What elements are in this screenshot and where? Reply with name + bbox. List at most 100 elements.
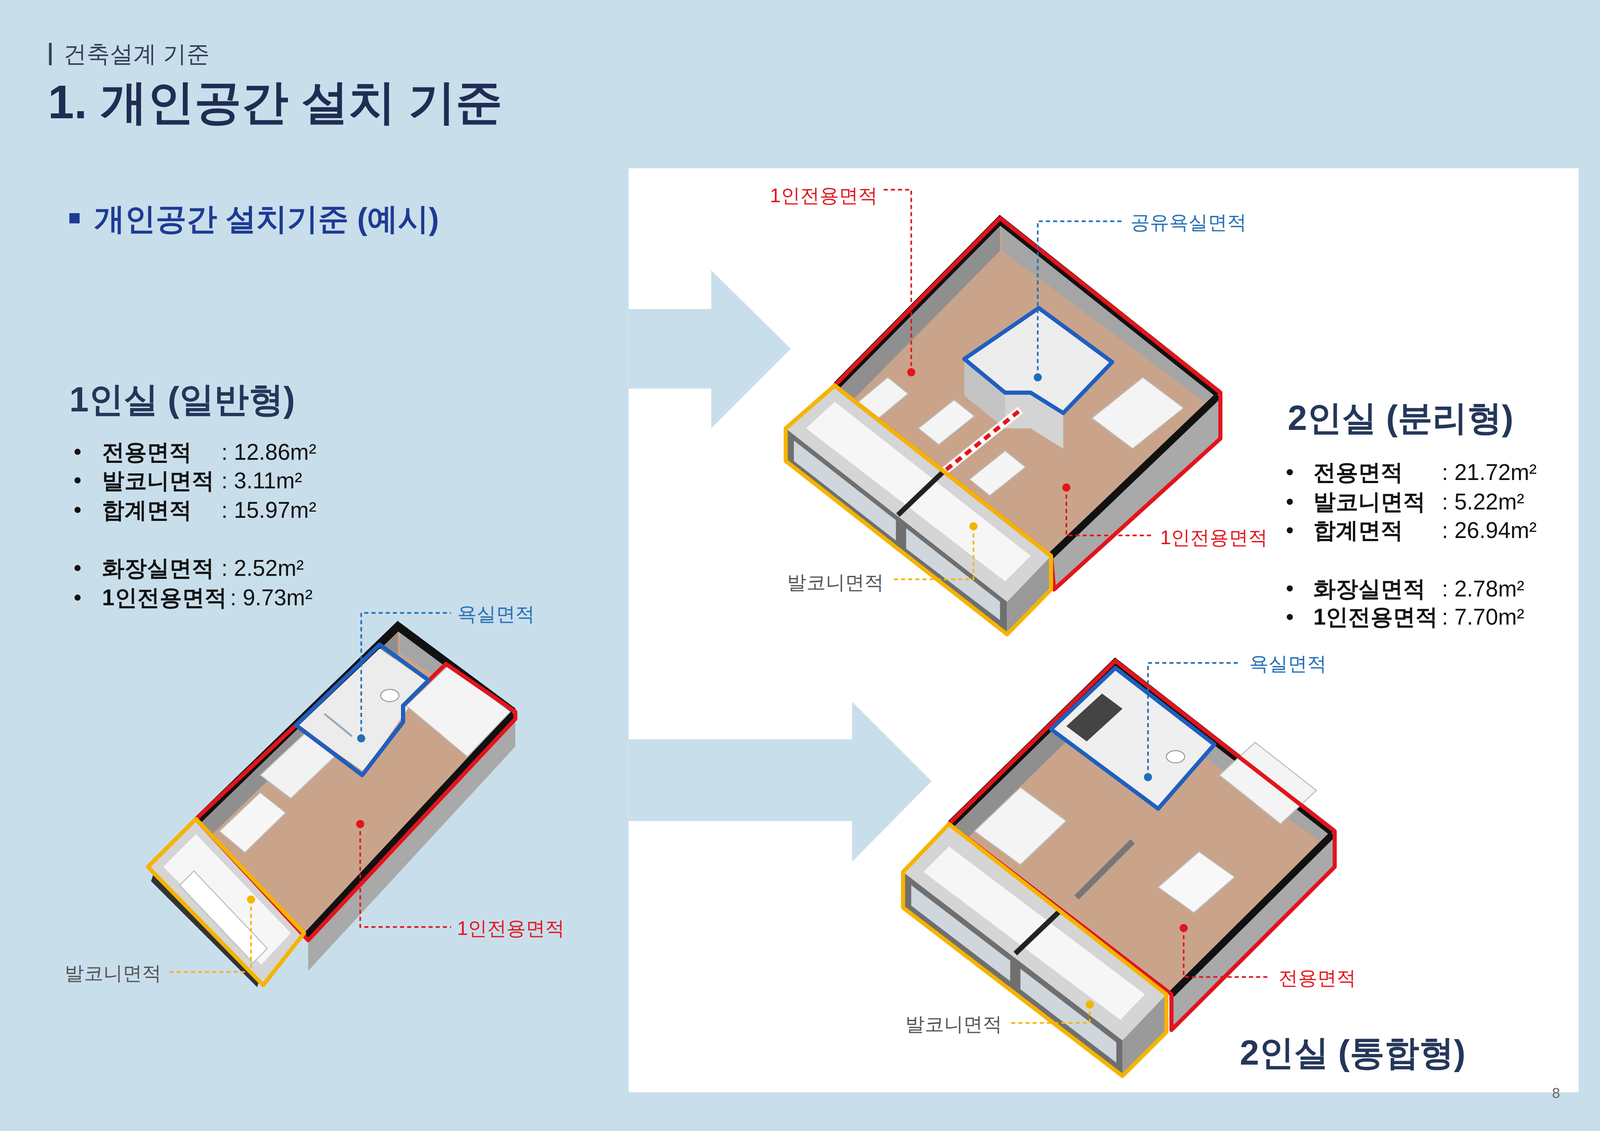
bullet-dot [74,506,81,514]
spec-value: : 2.52m² [221,554,304,582]
section-bar [48,42,52,66]
area-callout: 발코니면적 [787,571,884,595]
single-room-drawing [197,626,514,821]
leader-line [1066,487,1153,536]
area-callout: 전용면적 [1278,966,1356,991]
white-panel [628,168,1579,1093]
page-title: 1. 개인공간 설치 기준 [47,73,503,131]
leader-dot [1144,773,1153,782]
section-label: 건축설계 기준 [63,40,210,69]
leader-line [361,612,452,739]
flow-arrow [628,270,791,429]
leader-line [360,824,452,928]
leader-dot [1179,924,1189,933]
spec-value: : 12.86m² [221,438,317,466]
open-double-room-drawing [903,660,1335,1076]
spec-name: 합계면적 [102,496,192,524]
split-double-room-drawing [1091,377,1184,449]
leader-line [883,189,912,373]
area-callout: 1인전용면적 [1160,526,1269,550]
subheading: 개인공간 설치기준 (예시) [94,200,440,238]
spec-name: 화장실면적 [1313,575,1426,603]
single-room-drawing [148,819,305,986]
split-double-room-drawing [918,399,975,445]
leader-dot [1062,483,1071,493]
spec-name: 전용면적 [1313,459,1404,486]
spec-value: : 9.73m² [230,584,313,612]
page-number: 8 [1552,1085,1560,1103]
bullet-dot [74,448,81,456]
open-double-room-drawing [1158,851,1235,913]
spec-value: : 15.97m² [221,496,317,524]
open-double-room-drawing [911,885,1010,982]
single-room-drawing [196,663,516,941]
spec-name: 합계면적 [1313,517,1404,544]
area-callout: 발코니면적 [64,962,162,986]
spec-name: 1인전용면적 [102,584,227,612]
area-callout: 욕실면적 [457,602,535,627]
single-room-drawing [219,792,286,853]
spec-name: 발코니면적 [102,467,215,495]
single-room-drawing [148,819,305,986]
leader-dot [357,734,366,743]
area-callout: 발코니면적 [905,1013,1003,1037]
leader-line [1010,1004,1090,1024]
bullet-dot [1286,499,1294,506]
open-double-room-drawing [1166,750,1185,764]
single-room-drawing [380,689,400,702]
bullet-dot [74,477,81,484]
spec-value: : 21.72m² [1441,459,1537,486]
bullet-dot [1286,527,1294,534]
area-callout: 공유욕실면적 [1130,211,1247,235]
bullet-dot [74,594,81,602]
open-double-room-drawing [1020,969,1117,1063]
single-room-drawing [150,875,259,988]
leader-line [1037,221,1123,378]
leader-line [1183,928,1271,977]
open-double-room-drawing [1050,668,1214,810]
split-double-room-drawing [794,440,897,541]
area-callout: 1인전용면적 [769,184,878,208]
leader-line [168,899,252,973]
area-callout: 욕실면적 [1249,652,1327,676]
spec-name: 발코니면적 [1313,488,1426,516]
leader-line [1148,663,1241,778]
leader-dot [969,522,978,531]
open-double-room-drawing [903,824,1167,1077]
bullet-dot [1286,614,1294,621]
leader-dot [1085,1000,1094,1010]
room-heading: 2인실 (분리형) [1287,397,1514,440]
split-double-room-drawing [897,471,944,516]
bullet-dot [1286,585,1294,592]
spec-value: : 26.94m² [1441,517,1537,544]
area-callout: 1인전용면적 [457,917,565,941]
bullet-dot [1286,469,1294,476]
split-double-room-drawing [969,450,1026,496]
split-double-room-drawing [785,189,1221,635]
bullet-dot [74,564,81,572]
leader-dot [907,368,916,377]
open-double-room-drawing [1015,910,1061,955]
single-room-drawing [324,714,353,737]
single-room-drawing [260,732,337,799]
single-room-drawing [295,644,429,776]
leader-line [892,526,974,580]
spec-value: : 2.78m² [1441,575,1524,603]
room-heading: 1인실 (일반형) [69,379,296,421]
room-heading: 2인실 (통합형) [1239,1032,1466,1075]
split-double-room-drawing [785,385,1051,635]
open-double-room-drawing [1076,841,1133,898]
spec-name: 화장실면적 [102,554,215,582]
leader-dot [356,820,365,829]
leader-dot [247,895,256,904]
flow-arrow [628,701,932,862]
leader-dot [1033,373,1043,382]
spec-value: : 7.70m² [1441,603,1524,631]
spec-name: 전용면적 [102,438,192,466]
split-double-room-drawing [906,528,1001,621]
spec-value: : 3.11m² [221,467,303,495]
spec-name: 1인전용면적 [1313,603,1438,631]
